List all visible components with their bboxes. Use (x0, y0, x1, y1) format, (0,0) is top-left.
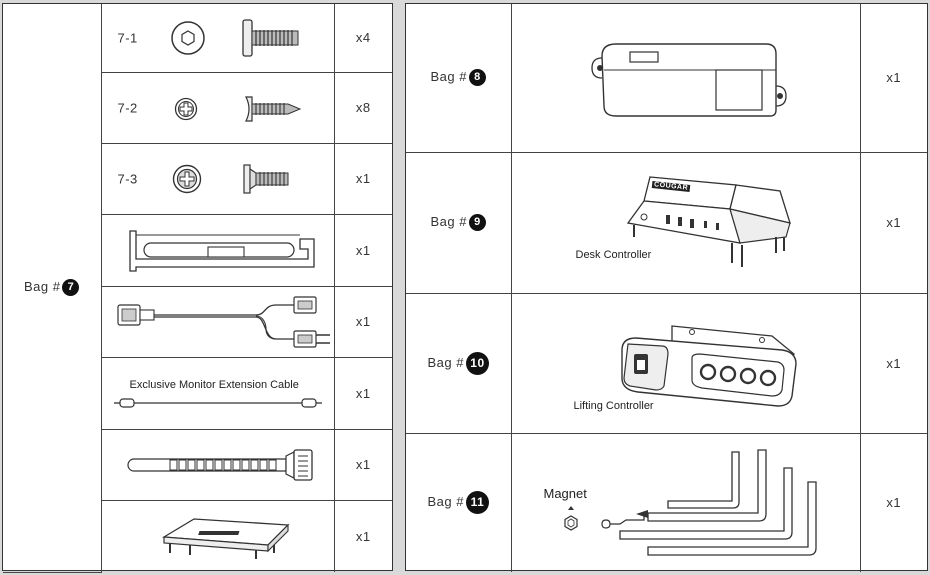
bag-prefix: Bag # (427, 494, 464, 510)
bag-10-label: Bag #10 (406, 292, 512, 434)
lifting-controller-icon (620, 324, 797, 407)
control-box-icon (590, 43, 787, 117)
bag-prefix: Bag # (24, 279, 61, 295)
bag-number-badge: 10 (465, 351, 489, 375)
item-qty: x1 (333, 142, 392, 215)
bag-7-panel: Bag #7 7-1 (2, 3, 393, 573)
hex-socket-head-icon (170, 21, 205, 55)
cover-plate-icon (161, 517, 289, 559)
mounting-bracket-icon (128, 229, 315, 272)
item-code: 7-3 (117, 171, 138, 186)
item-code: 7-1 (117, 30, 138, 46)
wood-screw-icon (244, 95, 301, 122)
bag-prefix: Bag # (430, 213, 467, 229)
cable-tie-icon (126, 448, 313, 481)
bag-7-label: Bag #7 (3, 4, 102, 573)
item-control-box (510, 4, 861, 153)
item-bracket (101, 213, 335, 287)
item-qty: x1 (333, 285, 392, 358)
hex-screw-icon (241, 19, 298, 57)
splitter-cable-icon (116, 295, 330, 348)
bag-8-label: Bag #8 (406, 4, 512, 153)
short-screw-icon (242, 163, 288, 194)
item-qty: x8 (333, 71, 392, 144)
item-allen-keys-and-magnet: Magnet (510, 432, 861, 572)
item-qty: x1 (333, 356, 392, 430)
phillips-head-icon (174, 97, 197, 120)
bag-prefix: Bag # (427, 354, 464, 370)
flange-phillips-head-icon (172, 164, 201, 193)
bags-8-11-table: Bag #8 x1 (406, 4, 927, 572)
bag-number-badge: 7 (62, 279, 80, 297)
item-qty: x1 (333, 428, 392, 501)
item-qty: x1 (859, 4, 927, 153)
item-cable-tie (101, 428, 335, 501)
item-cover-plate (101, 499, 335, 572)
item-qty: x1 (859, 432, 927, 572)
bag-prefix: Bag # (430, 69, 467, 85)
bag-11-label: Bag #11 (406, 432, 512, 572)
bag-7-table: Bag #7 7-1 (3, 4, 392, 573)
bags-8-11-panel: Bag #8 x1 (405, 3, 928, 572)
item-qty: x1 (333, 499, 392, 572)
item-caption: Exclusive Monitor Extension Cable (129, 378, 299, 391)
item-code: 7-2 (117, 100, 138, 115)
item-7-2: 7-2 (101, 71, 335, 144)
bag-number-badge: 11 (465, 491, 489, 515)
item-monitor-extension-cable: Exclusive Monitor Extension Cable (101, 356, 335, 430)
item-7-3: 7-3 (101, 142, 335, 215)
extension-cable-icon (113, 397, 322, 408)
magnet-icon (563, 505, 578, 531)
item-qty: x1 (859, 151, 927, 294)
bag-number-badge: 8 (468, 69, 486, 87)
item-qty: x1 (859, 292, 927, 434)
item-qty: x1 (333, 213, 392, 287)
allen-keys-icon (600, 448, 817, 556)
bag-9-label: Bag #9 (406, 151, 512, 294)
item-7-1: 7-1 (100, 4, 335, 73)
item-caption: Lifting Controller (573, 399, 654, 412)
item-caption: Desk Controller (575, 248, 652, 261)
item-splitter-cable (101, 285, 335, 358)
item-qty: x4 (333, 4, 392, 73)
item-desk-controller: COUGAR Desk Controller (510, 151, 861, 294)
magnet-label: Magnet (543, 485, 587, 501)
item-lifting-controller: Lifting Controller (510, 292, 861, 434)
bag-number-badge: 9 (468, 214, 486, 232)
